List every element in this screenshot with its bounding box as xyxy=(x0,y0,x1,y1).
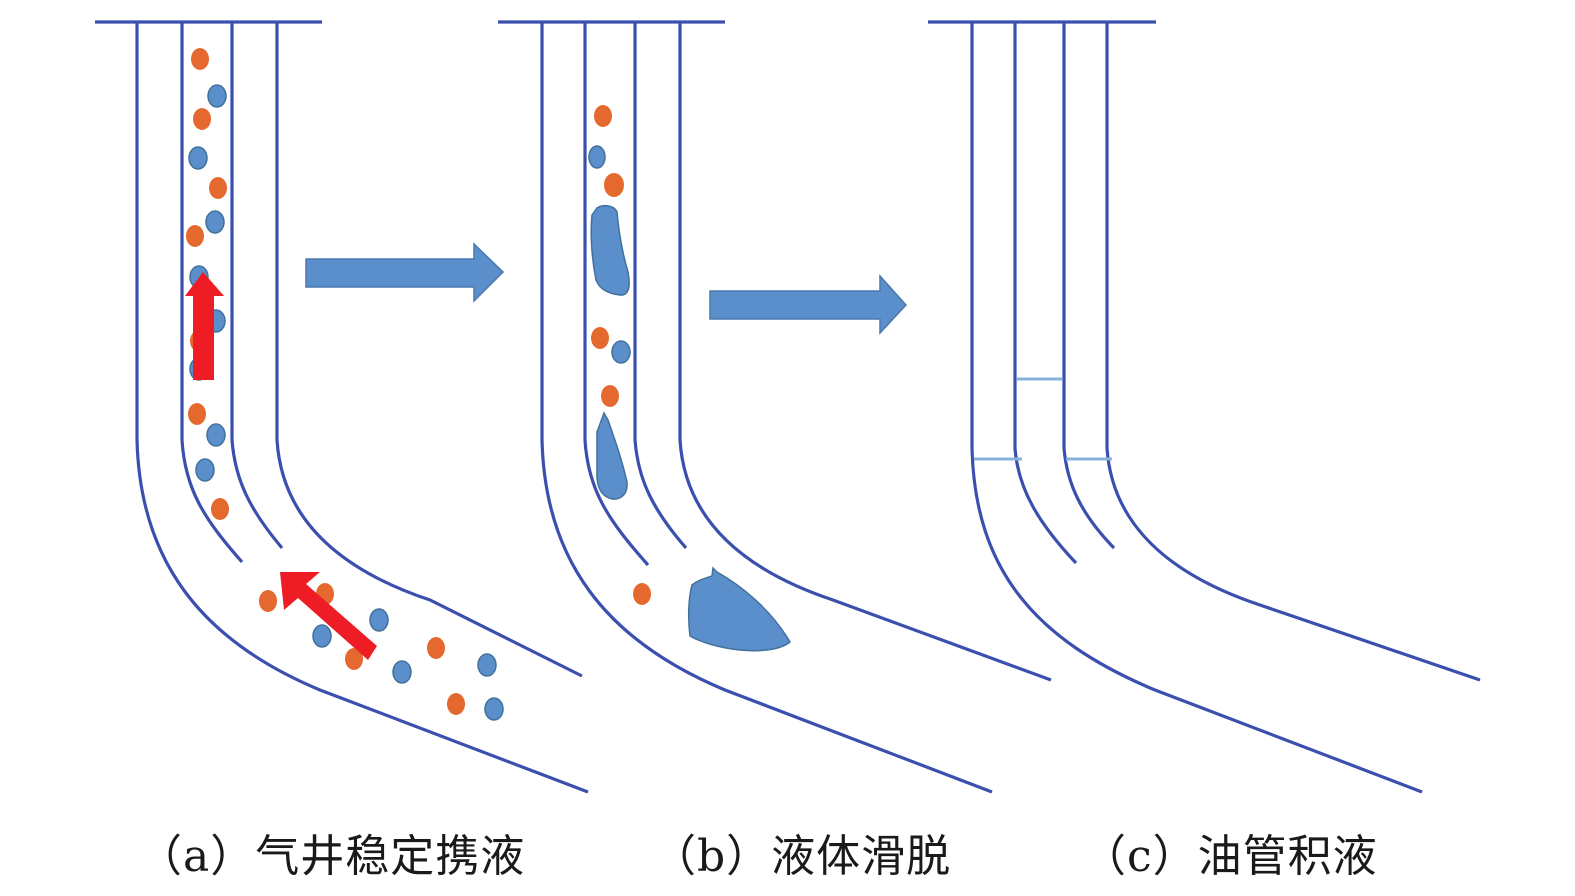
tubing-right xyxy=(633,22,688,550)
panel-b-droplets xyxy=(588,105,651,605)
panel-c-liquid-levels xyxy=(974,377,1112,461)
casing-outer-left xyxy=(135,22,589,794)
droplet-orange xyxy=(191,48,209,70)
droplet-orange xyxy=(193,108,211,130)
tubing-right xyxy=(230,22,284,550)
droplet-orange xyxy=(209,177,227,199)
tubing-right xyxy=(1062,22,1116,550)
droplet-blue xyxy=(369,608,389,632)
right-arrow-icon xyxy=(709,274,908,335)
droplet-orange xyxy=(211,498,229,520)
droplet-orange xyxy=(604,173,624,197)
caption-panel-b: （b）液体滑脱 xyxy=(652,831,952,882)
liquid-slug xyxy=(590,204,630,296)
casing-outer-right xyxy=(275,22,583,678)
droplet-orange xyxy=(188,403,206,425)
panel-b-wellbore xyxy=(498,20,1052,794)
liquid-slug xyxy=(596,411,628,500)
tubing-left xyxy=(180,22,244,564)
panel-a-flow-arrows xyxy=(185,272,377,660)
droplet-orange xyxy=(345,648,363,670)
droplet-orange xyxy=(427,637,445,659)
droplet-blue xyxy=(188,146,208,170)
tubing-left xyxy=(583,22,650,567)
droplet-blue xyxy=(477,653,497,677)
caption-panel-a: （a）气井稳定携液 xyxy=(138,831,526,882)
droplet-blue xyxy=(205,210,225,234)
droplet-blue xyxy=(207,84,227,108)
caption-panel-c: （c）油管积液 xyxy=(1082,831,1378,882)
droplet-blue xyxy=(195,458,215,482)
droplet-blue xyxy=(392,660,412,684)
droplet-blue xyxy=(484,697,504,721)
droplet-orange xyxy=(259,590,277,612)
up-left-flow-arrow-icon xyxy=(280,572,377,660)
up-flow-arrow-icon xyxy=(185,272,224,380)
droplet-orange xyxy=(591,327,609,349)
droplet-orange xyxy=(594,105,612,127)
droplet-blue xyxy=(312,624,332,648)
droplet-blue xyxy=(588,145,606,169)
tubing-left xyxy=(1013,22,1078,565)
panel-b-liquid-slugs xyxy=(590,204,791,652)
droplet-blue xyxy=(611,340,631,364)
liquid-slug xyxy=(687,566,791,652)
casing-outer-right xyxy=(1105,22,1481,682)
casing-outer-left xyxy=(540,22,993,794)
droplet-orange xyxy=(601,385,619,407)
droplet-orange xyxy=(633,583,651,605)
droplet-blue xyxy=(206,423,226,447)
casing-outer-right xyxy=(678,22,1052,682)
panel-a-wellbore xyxy=(95,20,589,794)
right-arrow-icon xyxy=(305,242,505,303)
droplet-orange xyxy=(447,693,465,715)
droplet-orange xyxy=(186,225,204,247)
casing-outer-left xyxy=(970,22,1423,794)
panel-c-wellbore xyxy=(928,20,1481,794)
